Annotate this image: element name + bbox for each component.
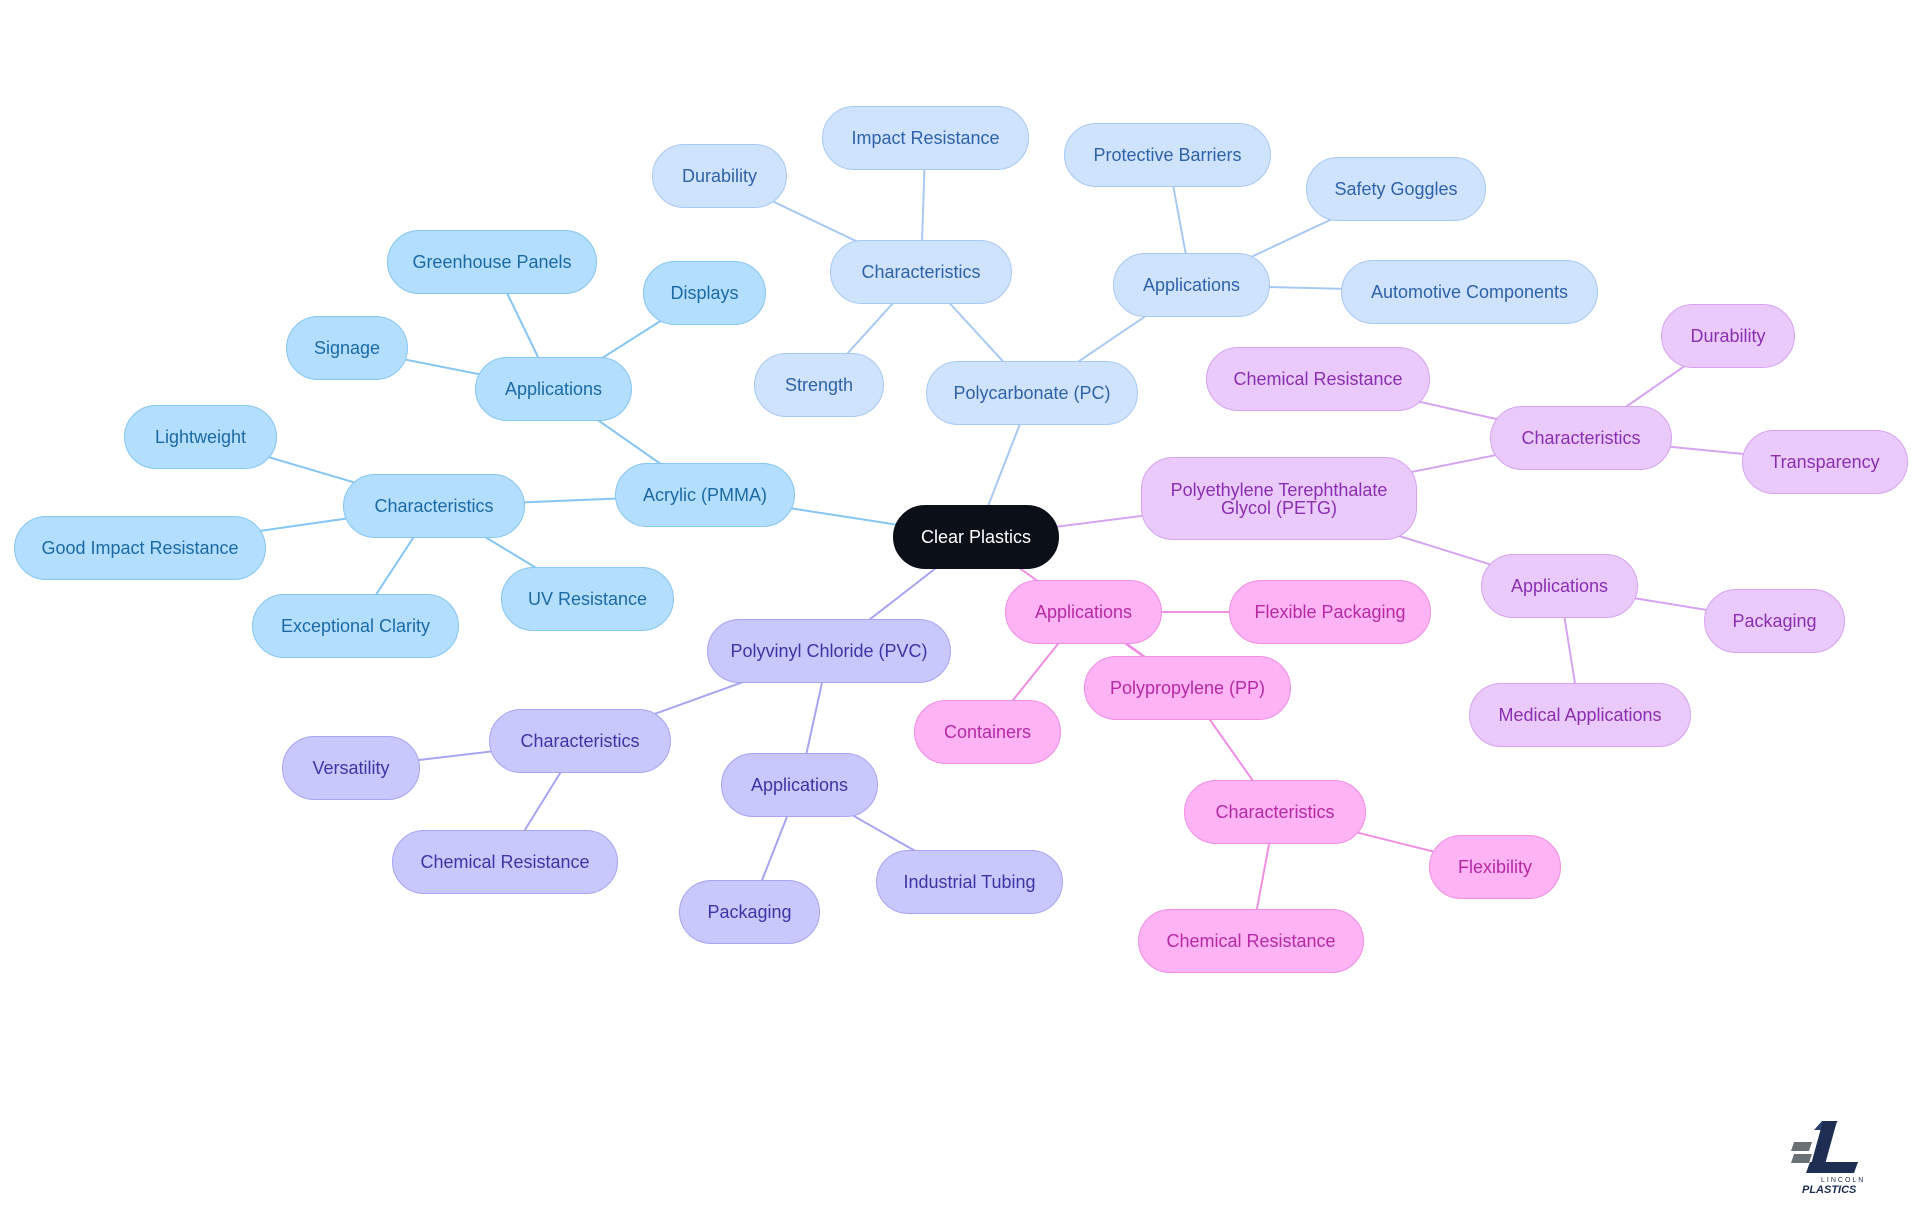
polypropylene-char-chemical-resistance: Chemical Resistance [1138, 909, 1364, 973]
svg-text:LINCOLN: LINCOLN [1821, 1177, 1865, 1184]
acrylic-applications-node: Applications [475, 357, 632, 421]
pvc-char-chemical-resistance: Chemical Resistance [392, 830, 618, 894]
polycarbonate-char-strength: Strength [754, 353, 884, 417]
polypropylene-characteristics-node: Characteristics [1184, 780, 1366, 844]
polypropylene-app-flexible-packaging: Flexible Packaging [1229, 580, 1431, 644]
acrylic-char-exceptional-clarity: Exceptional Clarity [252, 594, 459, 658]
pvc-app-packaging: Packaging [679, 880, 820, 944]
acrylic-app-signage: Signage [286, 316, 408, 380]
polycarbonate-characteristics-node: Characteristics [830, 240, 1012, 304]
polycarbonate-app-automotive-components: Automotive Components [1341, 260, 1598, 324]
polycarbonate-app-protective-barriers: Protective Barriers [1064, 123, 1271, 187]
acrylic-char-uv-resistance: UV Resistance [501, 567, 674, 631]
lincoln-plastics-logo: LINCOLN PLASTICS [1791, 1121, 1865, 1196]
acrylic-node: Acrylic (PMMA) [615, 463, 795, 527]
pvc-char-versatility: Versatility [282, 736, 420, 800]
polycarbonate-applications-node: Applications [1113, 253, 1270, 317]
polypropylene-applications-node: Applications [1005, 580, 1162, 644]
pvc-applications-node: Applications [721, 753, 878, 817]
pvc-app-industrial-tubing: Industrial Tubing [876, 850, 1063, 914]
polycarbonate-app-safety-goggles: Safety Goggles [1306, 157, 1486, 221]
polypropylene-char-flexibility: Flexibility [1429, 835, 1561, 899]
petg-app-medical-applications: Medical Applications [1469, 683, 1691, 747]
svg-text:PLASTICS: PLASTICS [1802, 1184, 1857, 1196]
acrylic-characteristics-node: Characteristics [343, 474, 525, 538]
acrylic-app-greenhouse-panels: Greenhouse Panels [387, 230, 597, 294]
polycarbonate-node: Polycarbonate (PC) [926, 361, 1138, 425]
acrylic-char-lightweight: Lightweight [124, 405, 277, 469]
root-node: Clear Plastics [893, 505, 1059, 569]
petg-applications-node: Applications [1481, 554, 1638, 618]
acrylic-app-displays: Displays [643, 261, 766, 325]
acrylic-char-good-impact-resistance: Good Impact Resistance [14, 516, 266, 580]
petg-char-durability: Durability [1661, 304, 1795, 368]
polycarbonate-char-impact-resistance: Impact Resistance [822, 106, 1029, 170]
polycarbonate-char-durability: Durability [652, 144, 787, 208]
petg-characteristics-node: Characteristics [1490, 406, 1672, 470]
petg-char-transparency: Transparency [1742, 430, 1908, 494]
petg-char-chemical-resistance: Chemical Resistance [1206, 347, 1430, 411]
polypropylene-node: Polypropylene (PP) [1084, 656, 1291, 720]
petg-app-packaging: Packaging [1704, 589, 1845, 653]
pvc-node: Polyvinyl Chloride (PVC) [707, 619, 951, 683]
polypropylene-app-containers: Containers [914, 700, 1061, 764]
pvc-characteristics-node: Characteristics [489, 709, 671, 773]
